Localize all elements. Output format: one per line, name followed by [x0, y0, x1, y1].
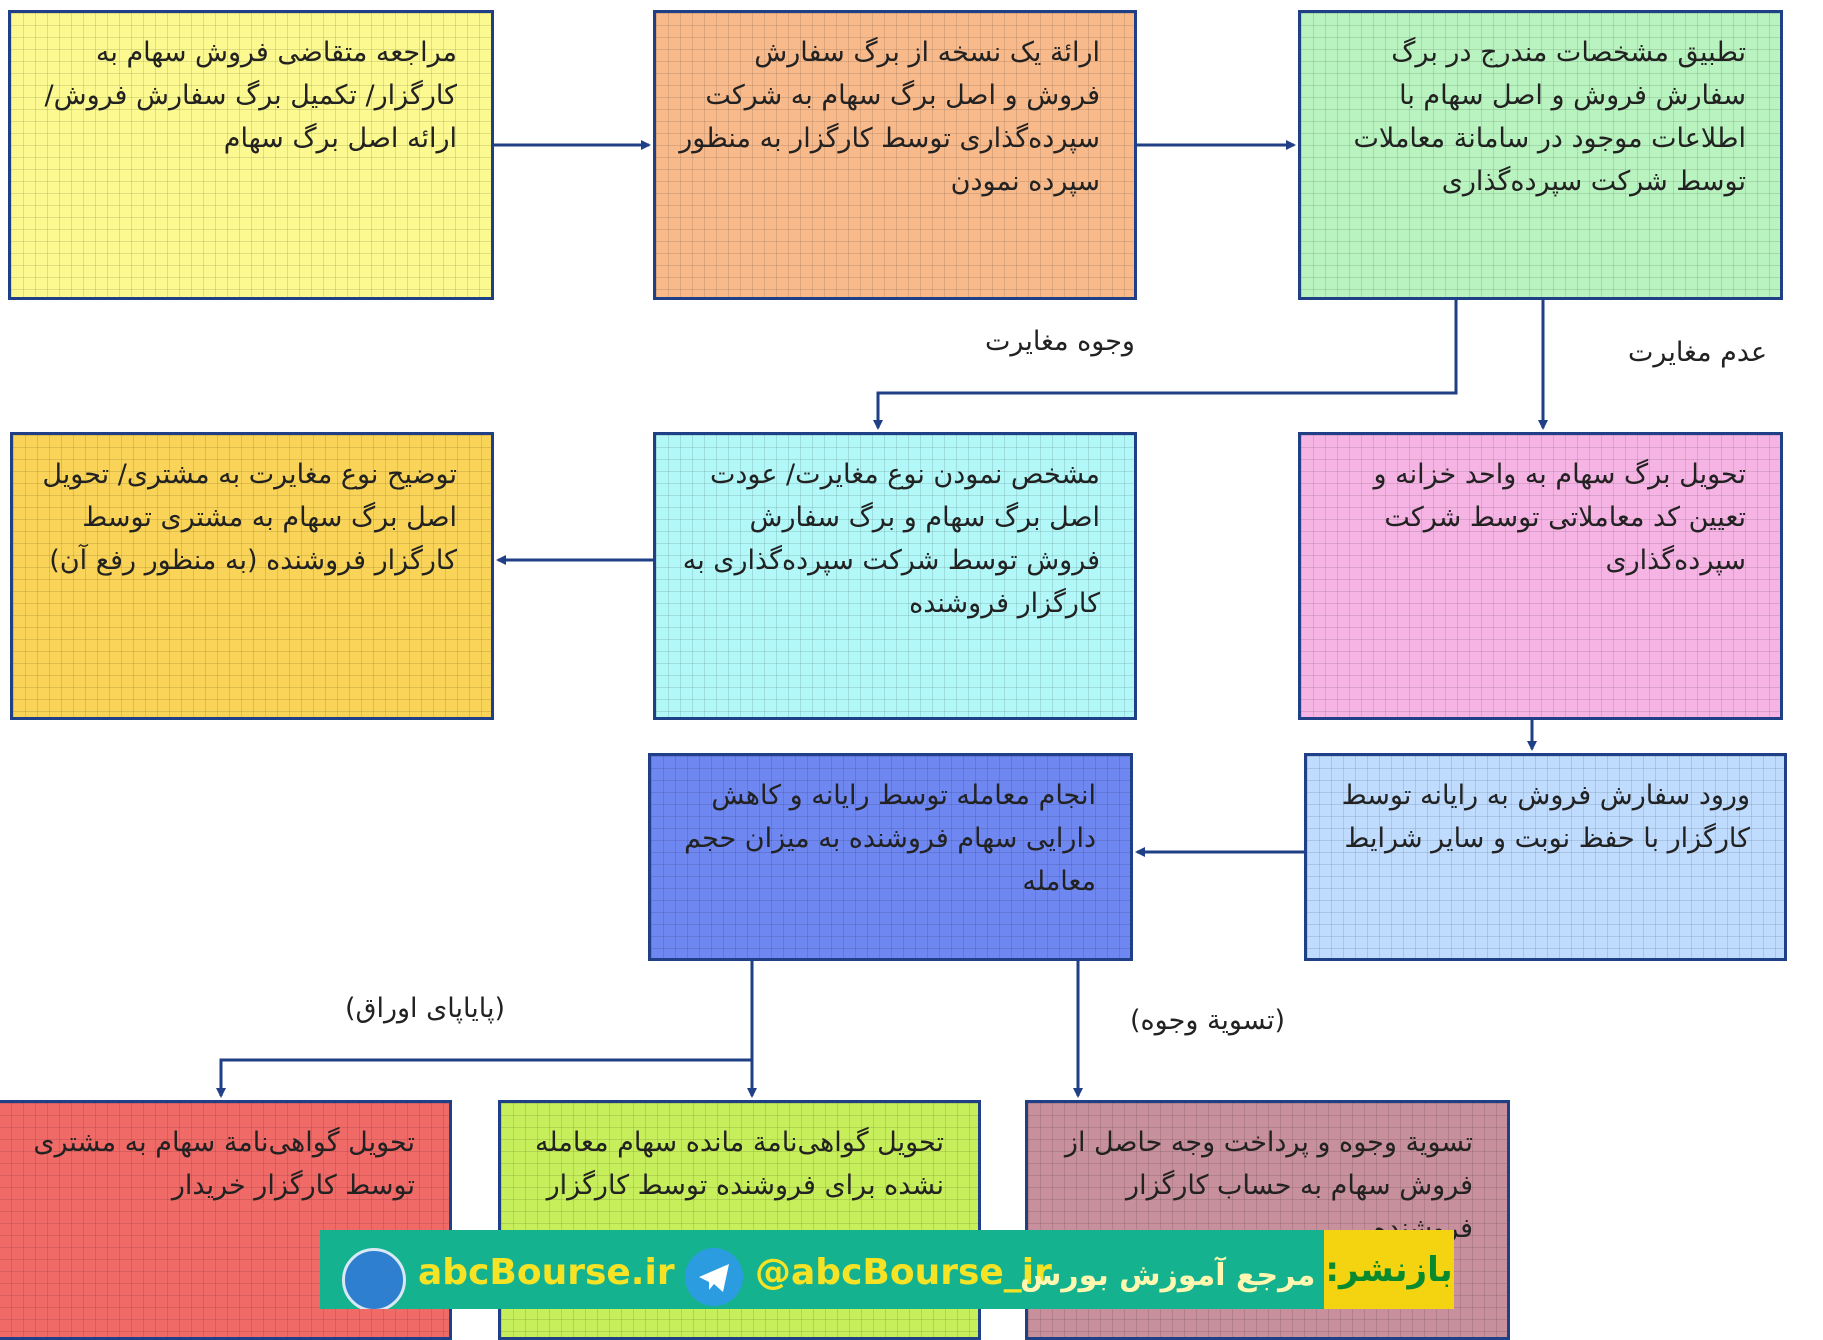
banner-publisher-label: بازنشر: [1324, 1230, 1454, 1309]
label-clearing-funds: (تسویة وجوه) [1130, 1005, 1286, 1036]
step-match-specifications: تطبیق مشخصات مندرج در برگ سفارش فروش و ا… [1298, 10, 1783, 300]
arrow-b3-b5 [873, 300, 1458, 430]
step-execute-trade: انجام معامله توسط رایانه و کاهش دارایی س… [648, 753, 1133, 961]
arrow-b7-b9 [216, 1058, 752, 1098]
banner-site-link[interactable]: abcBourse.ir [418, 1252, 675, 1293]
step-explain-mismatch: توضیح نوع مغایرت به مشتری/ تحویل اصل برگ… [10, 432, 494, 720]
telegram-icon [685, 1248, 743, 1306]
banner-telegram-link[interactable]: @abcBourse_ir [755, 1252, 1052, 1293]
banner-slogan: مرجع آموزش بورس [1020, 1258, 1316, 1293]
step-deliver-to-depository: ارائة یک نسخه از برگ سفارش فروش و اصل بر… [653, 10, 1137, 300]
label-no-mismatch: عدم مغایرت [1628, 337, 1768, 368]
paper-plane-icon [699, 1264, 729, 1292]
globe-logo-icon [342, 1248, 406, 1309]
step-identify-mismatch: مشخص نمودن نوع مغایرت/ عودت اصل برگ سهام… [653, 432, 1137, 720]
step-submit-sell-order: مراجعه متقاضی فروش سهام به کارگزار/ تکمی… [8, 10, 494, 300]
label-mismatch: وجوه مغایرت [985, 326, 1135, 357]
step-enter-sell-order: ورود سفارش فروش به رایانه توسط کارگزار ب… [1304, 753, 1787, 961]
label-clearing-securities: (پایاپای اوراق) [345, 993, 506, 1024]
flow-arrows [216, 140, 1548, 1098]
step-deliver-to-treasury: تحویل برگ سهام به واحد خزانه و تعیین کد … [1298, 432, 1783, 720]
publisher-banner: abcBourse.ir @abcBourse_ir مرجع آموزش بو… [320, 1230, 1454, 1309]
